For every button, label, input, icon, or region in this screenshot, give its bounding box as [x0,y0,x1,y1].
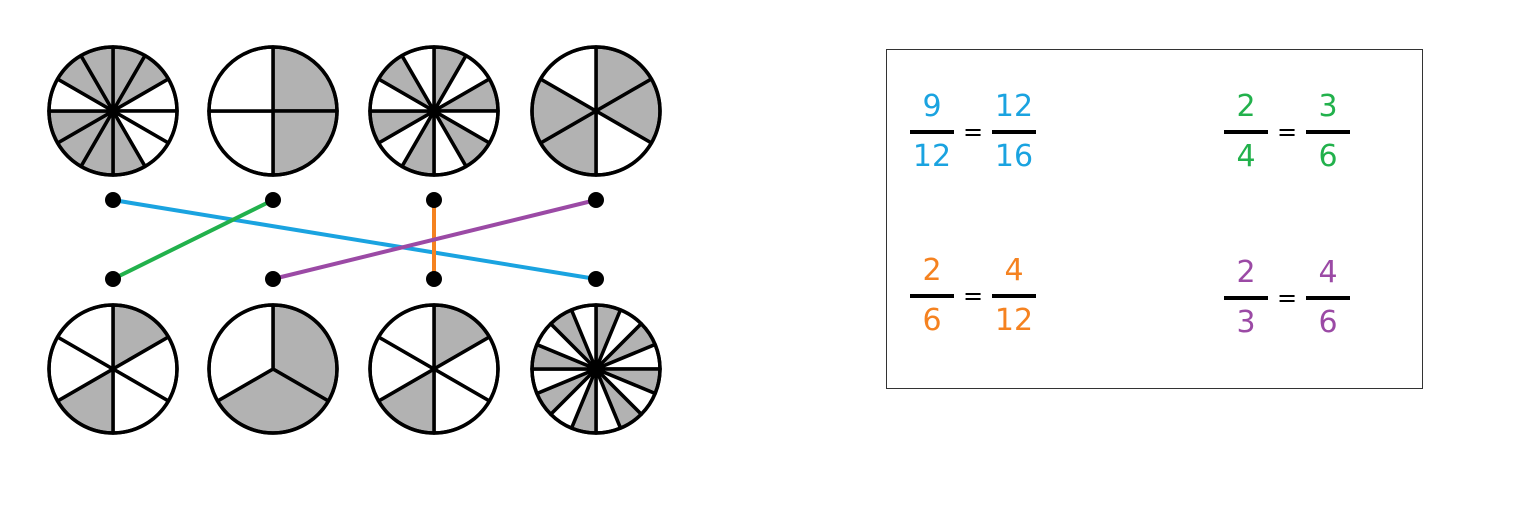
equals-sign: = [962,118,984,146]
bottom-dot [105,271,121,287]
top-fraction-circle [368,45,500,177]
circle-outline [530,45,662,177]
fraction-matching-diagram [47,45,662,435]
equation-purple: 2 3 = 4 6 [1223,256,1351,340]
connection-line [271,198,598,281]
fraction: 12 16 [991,90,1037,174]
fraction: 2 6 [909,254,955,338]
numerator: 3 [1318,89,1338,124]
bottom-fraction-circle [530,303,662,435]
equation-blue: 9 12 = 12 16 [909,90,1037,174]
numerator: 2 [1236,89,1256,124]
numerator: 12 [994,89,1034,124]
bottom-fraction-circle [207,303,339,435]
connection-line [111,198,598,281]
equals-sign: = [962,282,984,310]
fraction-bar [1306,130,1350,134]
numerator: 2 [922,253,942,288]
circle-outline [47,303,179,435]
bottom-fraction-circle [368,303,500,435]
fraction: 4 6 [1305,256,1351,340]
denominator: 6 [1318,139,1338,174]
circle-outline [530,303,662,435]
top-fraction-circle [530,45,662,177]
top-dot [265,192,281,208]
circle-outline [207,303,339,435]
circle-outline [47,45,179,177]
denominator: 6 [1318,305,1338,340]
denominator: 16 [994,139,1034,174]
fraction: 3 6 [1305,90,1351,174]
top-fraction-circle [47,45,179,177]
fraction-bar [992,294,1036,298]
numerator: 9 [922,89,942,124]
top-dot [588,192,604,208]
fraction: 9 12 [909,90,955,174]
fraction-bar [910,294,954,298]
top-fraction-circle [207,45,339,177]
top-dot [105,192,121,208]
bottom-dot [426,271,442,287]
dots-layer [105,192,604,287]
fraction: 4 12 [991,254,1037,338]
numerator: 4 [1004,253,1024,288]
denominator: 6 [922,303,942,338]
denominator: 12 [912,139,952,174]
fraction-bar [1224,130,1268,134]
equals-sign: = [1276,284,1298,312]
bottom-dot [588,271,604,287]
bottom-fraction-circle [47,303,179,435]
connection-line [111,198,275,281]
fraction: 2 3 [1223,256,1269,340]
denominator: 3 [1236,305,1256,340]
connection-lines-layer [111,198,598,281]
denominator: 12 [994,303,1034,338]
circle-outline [207,45,339,177]
circles-layer [47,45,662,435]
numerator: 4 [1318,255,1338,290]
fraction-bar [1306,296,1350,300]
fraction-bar [910,130,954,134]
circle-outline [368,303,500,435]
denominator: 4 [1236,139,1256,174]
equation-green: 2 4 = 3 6 [1223,90,1351,174]
equals-sign: = [1276,118,1298,146]
fraction-bar [992,130,1036,134]
bottom-dot [265,271,281,287]
equations-box: 9 12 = 12 16 2 4 = 3 6 2 6 = [886,49,1423,389]
fraction: 2 4 [1223,90,1269,174]
numerator: 2 [1236,255,1256,290]
fraction-bar [1224,296,1268,300]
circle-outline [368,45,500,177]
top-dot [426,192,442,208]
equation-orange: 2 6 = 4 12 [909,254,1037,338]
